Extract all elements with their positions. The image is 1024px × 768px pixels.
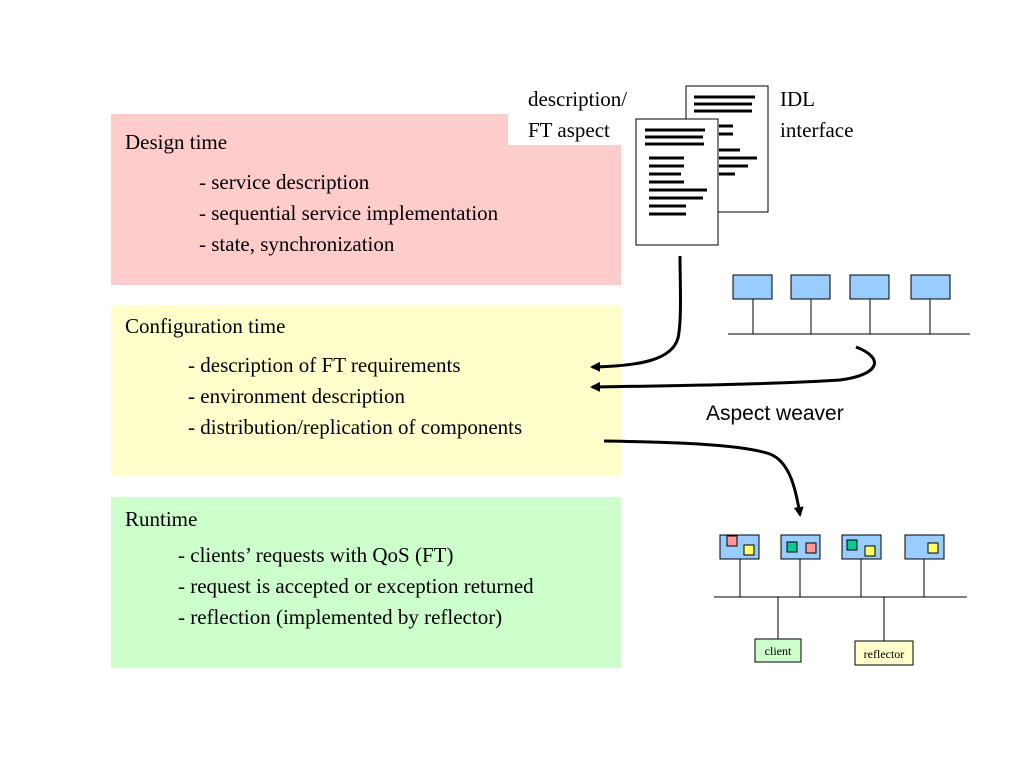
ft-description-arrow: [590, 255, 682, 372]
idl-label: IDL: [780, 87, 815, 111]
runtime-item: - clients’ requests with QoS (FT): [178, 543, 454, 567]
design-time-list: - service description - sequential servi…: [199, 167, 498, 260]
runtime-node: [841, 534, 882, 560]
environment-network: [728, 274, 970, 335]
description-label: description/: [528, 87, 627, 111]
client-box: client: [754, 638, 802, 663]
configuration-time-item: - description of FT requirements: [188, 353, 461, 377]
runtime-node: [780, 534, 821, 560]
runtime-item: - reflection (implemented by reflector): [178, 605, 503, 629]
design-time-item: - sequential service implementation: [199, 201, 499, 225]
ft-aspect-document-icon: [635, 118, 719, 246]
label-backdrop: [508, 113, 622, 145]
reflector-label: reflector: [864, 647, 905, 661]
client-label: client: [765, 644, 792, 658]
reflector-box: reflector: [854, 640, 914, 666]
configuration-time-item: - environment description: [188, 384, 405, 408]
configuration-time-box: Configuration time - description of FT r…: [111, 305, 621, 476]
runtime-item: - request is accepted or exception retur…: [178, 574, 534, 598]
runtime-network: client reflector: [714, 534, 967, 666]
runtime-node: [904, 534, 945, 560]
configuration-time-list: - description of FT requirements - envir…: [188, 350, 522, 443]
design-time-item: - service description: [199, 170, 370, 194]
network-node: [732, 274, 773, 300]
configuration-time-title: Configuration time: [125, 314, 286, 338]
environment-arrow: [590, 345, 876, 392]
interface-label: interface: [780, 118, 853, 142]
network-node: [849, 274, 890, 300]
ft-aspect-label: FT aspect: [528, 118, 610, 142]
aspect-weaver-label: Aspect weaver: [706, 402, 844, 425]
runtime-title: Runtime: [125, 507, 198, 531]
network-node: [910, 274, 951, 300]
design-time-title: Design time: [125, 130, 228, 154]
network-node: [790, 274, 831, 300]
runtime-box: Runtime - clients’ requests with QoS (FT…: [111, 497, 621, 668]
configuration-time-item: - distribution/replication of components: [188, 415, 523, 439]
runtime-list: - clients’ requests with QoS (FT) - requ…: [178, 540, 534, 633]
design-time-item: - state, synchronization: [199, 232, 395, 256]
runtime-node: [719, 534, 760, 560]
distribution-arrow: [603, 439, 804, 517]
